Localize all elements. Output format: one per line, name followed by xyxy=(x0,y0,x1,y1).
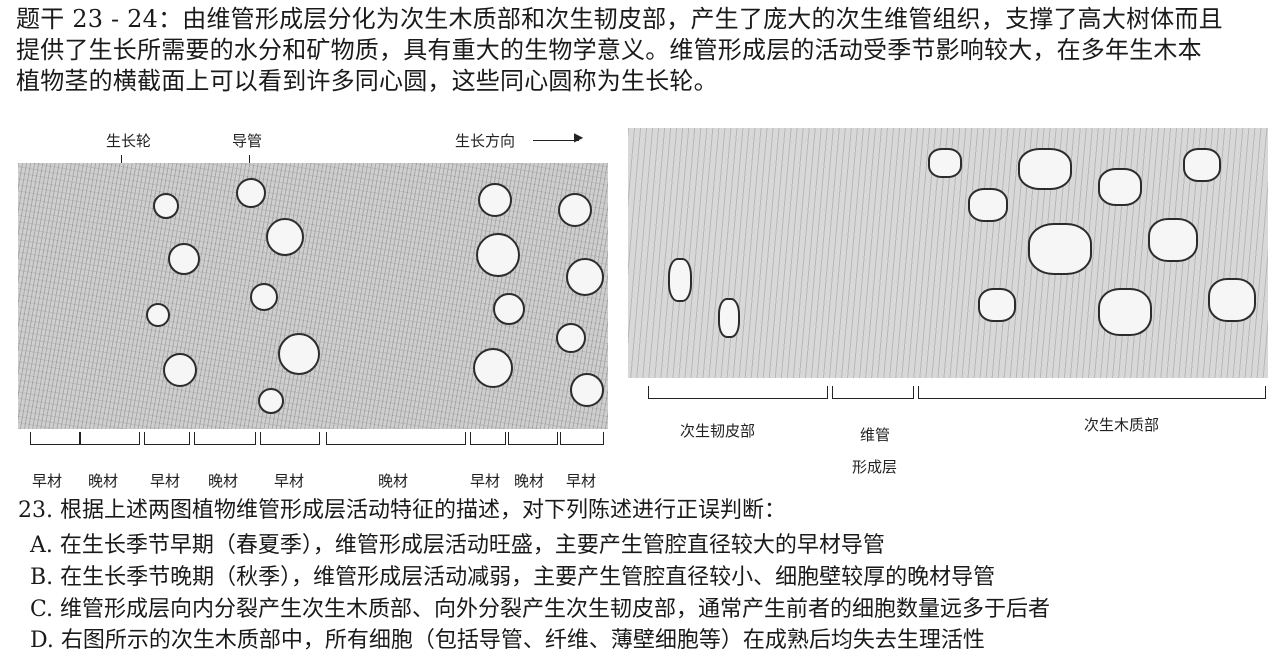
phloem-label: 次生韧皮部 xyxy=(680,422,756,440)
figure-left-cross-section: 生长轮 导管 生长方向 ▶ 早材 晚材 早材 晚材 早材 晚材 早材 晚材 早材 xyxy=(18,128,612,492)
bottom-label-9: 早材 xyxy=(566,472,597,490)
arrow-head-icon: ▶ xyxy=(574,130,584,144)
bottom-label-4: 晚材 xyxy=(208,472,239,490)
growth-direction-label: 生长方向 xyxy=(455,132,516,150)
cambium-label-line2: 形成层 xyxy=(852,458,898,476)
cambium-micrograph xyxy=(628,128,1268,378)
figure-right-cross-section: 次生韧皮部 维管 形成层 次生木质部 xyxy=(622,128,1272,480)
xylem-label: 次生木质部 xyxy=(1084,416,1160,434)
bottom-label-6: 晚材 xyxy=(378,472,409,490)
option-a: A. 在生长季节早期（春夏季），维管形成层活动旺盛，主要产生管腔直径较大的早材导… xyxy=(30,533,885,558)
option-c: C. 维管形成层向内分裂产生次生木质部、向外分裂产生次生韧皮部，通常产生前者的细… xyxy=(30,597,1051,622)
bottom-label-1: 早材 xyxy=(32,472,63,490)
growth-ring-label: 生长轮 xyxy=(106,132,152,150)
cambium-label-line1: 维管 xyxy=(860,426,891,444)
intro-paragraph: 题干 23 - 24：由维管形成层分化为次生木质部和次生韧皮部，产生了庞大的次生… xyxy=(16,4,1274,97)
wood-micrograph xyxy=(18,163,608,429)
bottom-label-7: 早材 xyxy=(470,472,501,490)
intro-line-3: 植物茎的横截面上可以看到许多同心圆，这些同心圆称为生长轮。 xyxy=(16,67,718,95)
bottom-label-3: 早材 xyxy=(150,472,181,490)
option-b: B. 在生长季节晚期（秋季），维管形成层活动减弱，主要产生管腔直径较小、细胞壁较… xyxy=(30,565,996,590)
bottom-label-5: 早材 xyxy=(274,472,305,490)
growth-direction-arrow xyxy=(533,140,579,141)
intro-line-1: 题干 23 - 24：由维管形成层分化为次生木质部和次生韧皮部，产生了庞大的次生… xyxy=(16,5,1223,33)
question-stem: 23. 根据上述两图植物维管形成层活动特征的描述，对下列陈述进行正误判断： xyxy=(18,498,786,523)
vessel-label: 导管 xyxy=(232,132,263,150)
intro-line-2: 提供了生长所需要的水分和矿物质，具有重大的生物学意义。维管形成层的活动受季节影响… xyxy=(16,36,1202,64)
bottom-label-8: 晚材 xyxy=(514,472,545,490)
bottom-label-2: 晚材 xyxy=(88,472,119,490)
option-d: D. 右图所示的次生木质部中，所有细胞（包括导管、纤维、薄壁细胞等）在成熟后均失… xyxy=(30,628,985,653)
